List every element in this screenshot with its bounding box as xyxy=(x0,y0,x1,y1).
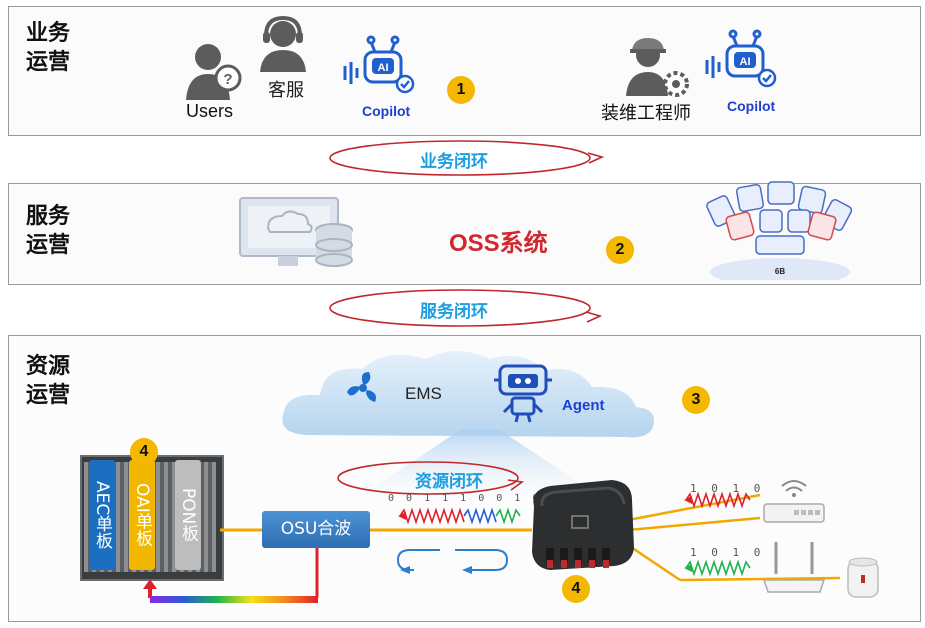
badge-2: 2 xyxy=(606,236,634,264)
business-operations-title: 业务 运营 xyxy=(26,21,71,75)
oss-system-label: OSS系统 xyxy=(449,230,548,257)
copilot-ai-text: AI xyxy=(378,62,389,74)
ems-fan-icon xyxy=(347,372,376,402)
oss-server-icon xyxy=(239,197,353,267)
bitstream-right-1: 1 0 1 0 xyxy=(690,482,765,495)
ems-label: EMS xyxy=(405,384,442,403)
smart-speaker-icon xyxy=(847,557,879,598)
engineer-icon xyxy=(626,38,689,97)
customer-service-icon xyxy=(260,15,306,72)
badge-4-splitter: 4 xyxy=(562,575,590,603)
optical-splitter-device xyxy=(532,480,634,570)
service-operations-title: 服务 运营 xyxy=(26,204,71,258)
users-icon: ? xyxy=(186,44,242,100)
users-label: Users xyxy=(186,101,234,121)
badge-4-chassis: 4 xyxy=(130,438,158,466)
agent-label: Agent xyxy=(562,397,605,414)
resource-operations-title: 资源 运营 xyxy=(26,354,71,408)
customer-service-label: 客服 xyxy=(268,80,304,101)
engineer-label: 装维工程师 xyxy=(601,103,691,124)
service-loop-arrow xyxy=(329,289,603,327)
badge-3: 3 xyxy=(682,386,710,414)
copilot-label-2: Copilot xyxy=(727,98,776,114)
business-loop-arrow xyxy=(329,140,605,176)
board-pon: PON板 xyxy=(175,460,201,570)
ems-cloud xyxy=(282,351,654,438)
agent-robot-icon xyxy=(494,364,552,423)
copilot-label-1: Copilot xyxy=(362,103,411,119)
wheel-center-label: 6B xyxy=(775,267,785,276)
business-loop-label: 业务闭环 xyxy=(420,152,488,172)
wifi-router-icon xyxy=(763,480,825,523)
osu-multiplexer: OSU合波 xyxy=(262,511,370,548)
svg-text:?: ? xyxy=(223,71,232,88)
board-aec: AEC单板 xyxy=(89,460,115,570)
bitstream-right-2: 1 0 1 0 xyxy=(690,546,765,559)
board-oai: OAI单板 xyxy=(129,460,155,570)
resource-loop-label: 资源闭环 xyxy=(415,472,483,492)
copilot-ai-text-2: AI xyxy=(740,56,751,68)
copilot-ai-icon: AI xyxy=(343,35,415,94)
bitstream-top: 0 0 1 1 1 0 0 1 0 1 0 xyxy=(388,493,578,504)
home-gateway-icon xyxy=(762,542,826,593)
service-loop-label: 服务闭环 xyxy=(420,302,488,322)
service-capability-wheel: 6B xyxy=(706,181,853,280)
copilot-ai-icon-2: AI xyxy=(705,29,777,88)
badge-1: 1 xyxy=(447,76,475,104)
